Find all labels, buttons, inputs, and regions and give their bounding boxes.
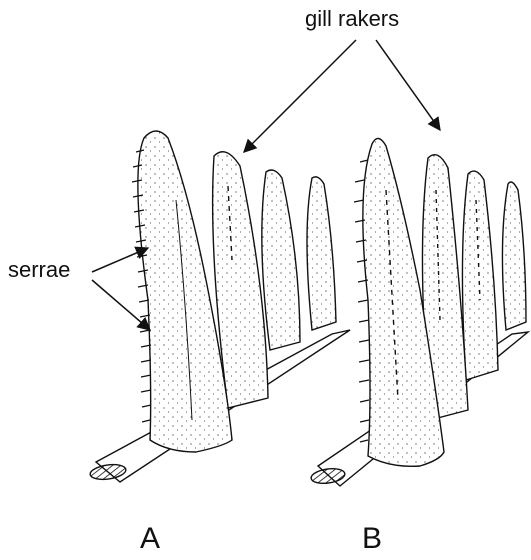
panel-a-label: A xyxy=(140,522,160,556)
arrow-gill-rakers-a xyxy=(244,40,356,152)
serrae-label: serrae xyxy=(8,257,70,283)
panel-b-label: B xyxy=(362,522,382,556)
gill-rakers-label: gill rakers xyxy=(305,6,399,32)
arrow-serrae-upper xyxy=(92,248,148,272)
arrow-gill-rakers-b xyxy=(376,40,440,130)
arrow-serrae-lower xyxy=(92,280,150,330)
panel-a-drawing xyxy=(89,131,350,482)
panel-b-drawing xyxy=(310,138,528,486)
